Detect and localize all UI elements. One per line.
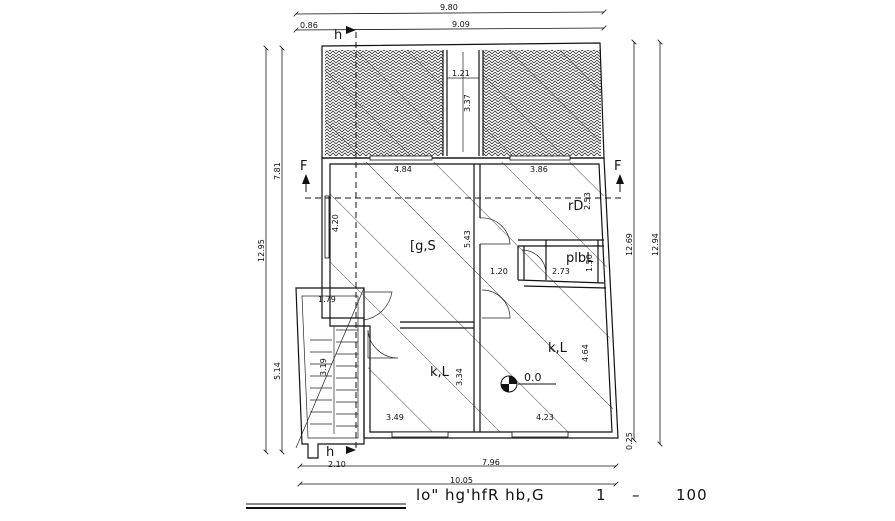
staircase xyxy=(295,287,365,459)
dim-wc-height: 1.50 xyxy=(585,254,594,272)
stair-outline xyxy=(295,287,365,459)
dim-top-right: 9.09 xyxy=(452,20,470,29)
dim-wc-width-c: 2.73 xyxy=(552,267,570,276)
level-symbol-quadrants xyxy=(501,376,517,392)
dim-left-lower: 5.14 xyxy=(273,362,282,380)
dim-kitchen-left-depth: 3.34 xyxy=(455,368,464,386)
dim-top-sub-line xyxy=(296,28,604,30)
main-floor xyxy=(321,155,619,439)
room-label-store: rD xyxy=(568,199,583,214)
section-f-right-label: F xyxy=(614,159,621,174)
dim-room-top-right-width: 3.86 xyxy=(530,165,548,174)
stair-treads xyxy=(310,329,358,427)
dim-top-overall: 9.80 xyxy=(440,3,458,12)
dim-bedroom-width: 4.84 xyxy=(394,165,412,174)
dim-kitchen-left-width: 3.49 xyxy=(386,413,404,422)
window-bottom-right xyxy=(511,431,569,438)
section-f-left-label: F xyxy=(300,159,307,174)
dim-stair-width: 1.79 xyxy=(318,295,336,304)
level-marker xyxy=(500,375,556,393)
dim-bedroom-depth: 4.20 xyxy=(331,214,340,232)
room-label-wc: plbL xyxy=(566,251,594,266)
dim-bottom-right: 7.96 xyxy=(482,458,500,467)
dim-kitchen-right-depth: 4.64 xyxy=(581,344,590,362)
window-bottom-left xyxy=(391,431,449,438)
section-f-right-arrow xyxy=(616,174,624,184)
drawing-title: lo" hg'hfR hb,G xyxy=(416,486,545,504)
title-block: lo" hg'hfR hb,G 1 – 100 xyxy=(246,486,708,509)
stair-inner xyxy=(301,295,359,439)
section-h-bottom-label: h xyxy=(326,445,334,460)
scale-numerator: 1 xyxy=(596,486,607,504)
room-label-kitchen-left: k,L xyxy=(430,365,450,380)
floor-hatch-fill xyxy=(330,162,614,432)
dim-stair-inner: 3.19 xyxy=(319,358,328,376)
window-top-left xyxy=(369,155,433,161)
door-wc xyxy=(521,249,547,275)
dim-left-overall: 12.95 xyxy=(257,239,266,262)
stair-diagonal xyxy=(295,287,365,449)
verandah-tile-left-hatch xyxy=(325,50,443,156)
room-label-bedroom: [g,S xyxy=(410,239,436,254)
verandah-gap-walls xyxy=(442,50,484,156)
room-label-kitchen-right: k,L xyxy=(548,341,568,356)
dim-verandah-gap-depth: 3.37 xyxy=(463,94,472,112)
door-stair xyxy=(363,291,393,321)
window-top-right xyxy=(509,155,571,161)
dimension-texts: 9.80 0.86 9.09 1.21 3.37 4.84 3.86 4.20 … xyxy=(257,3,660,485)
section-h-top-label: h xyxy=(334,28,342,43)
section-f-left-arrow xyxy=(302,174,310,184)
section-h-bottom-arrow xyxy=(346,446,356,454)
verandah-tile-right-hatch xyxy=(483,50,601,156)
window-bedroom-left xyxy=(324,195,330,259)
dim-right-offset: 0.25 xyxy=(625,432,634,450)
dim-left-upper: 7.81 xyxy=(273,162,282,180)
dim-right-overall: 12.94 xyxy=(651,233,660,256)
partition-wc xyxy=(517,239,607,289)
dim-bottom-left: 2.10 xyxy=(328,460,346,469)
level-label: 0.0 xyxy=(524,371,542,384)
partition-centre xyxy=(473,164,481,432)
dim-top-overall-line xyxy=(296,12,604,14)
dim-verandah-gap-width: 1.21 xyxy=(452,69,470,78)
dim-bottom-overall: 10.05 xyxy=(450,476,473,485)
dim-kitchen-right-width: 4.23 xyxy=(536,413,554,422)
door-centre-lower xyxy=(481,289,511,319)
room-labels: [g,S k,L k,L plbL rD 0.0 F F h h xyxy=(300,28,621,460)
partition-bedroom-bottom xyxy=(400,321,474,329)
dim-top-left: 0.86 xyxy=(300,21,318,30)
dimension-lines xyxy=(266,12,660,484)
dim-right-inner: 12.69 xyxy=(625,233,634,256)
door-centre-upper xyxy=(479,217,511,245)
scale-denominator: 100 xyxy=(676,486,708,504)
dim-wc-width-a: 2.53 xyxy=(583,192,592,210)
scale-separator: – xyxy=(632,486,641,504)
dim-wc-width-b: 1.20 xyxy=(490,267,508,276)
dim-center-depth: 5.43 xyxy=(463,230,472,248)
door-entrance xyxy=(367,329,399,359)
inner-wall xyxy=(329,163,613,433)
